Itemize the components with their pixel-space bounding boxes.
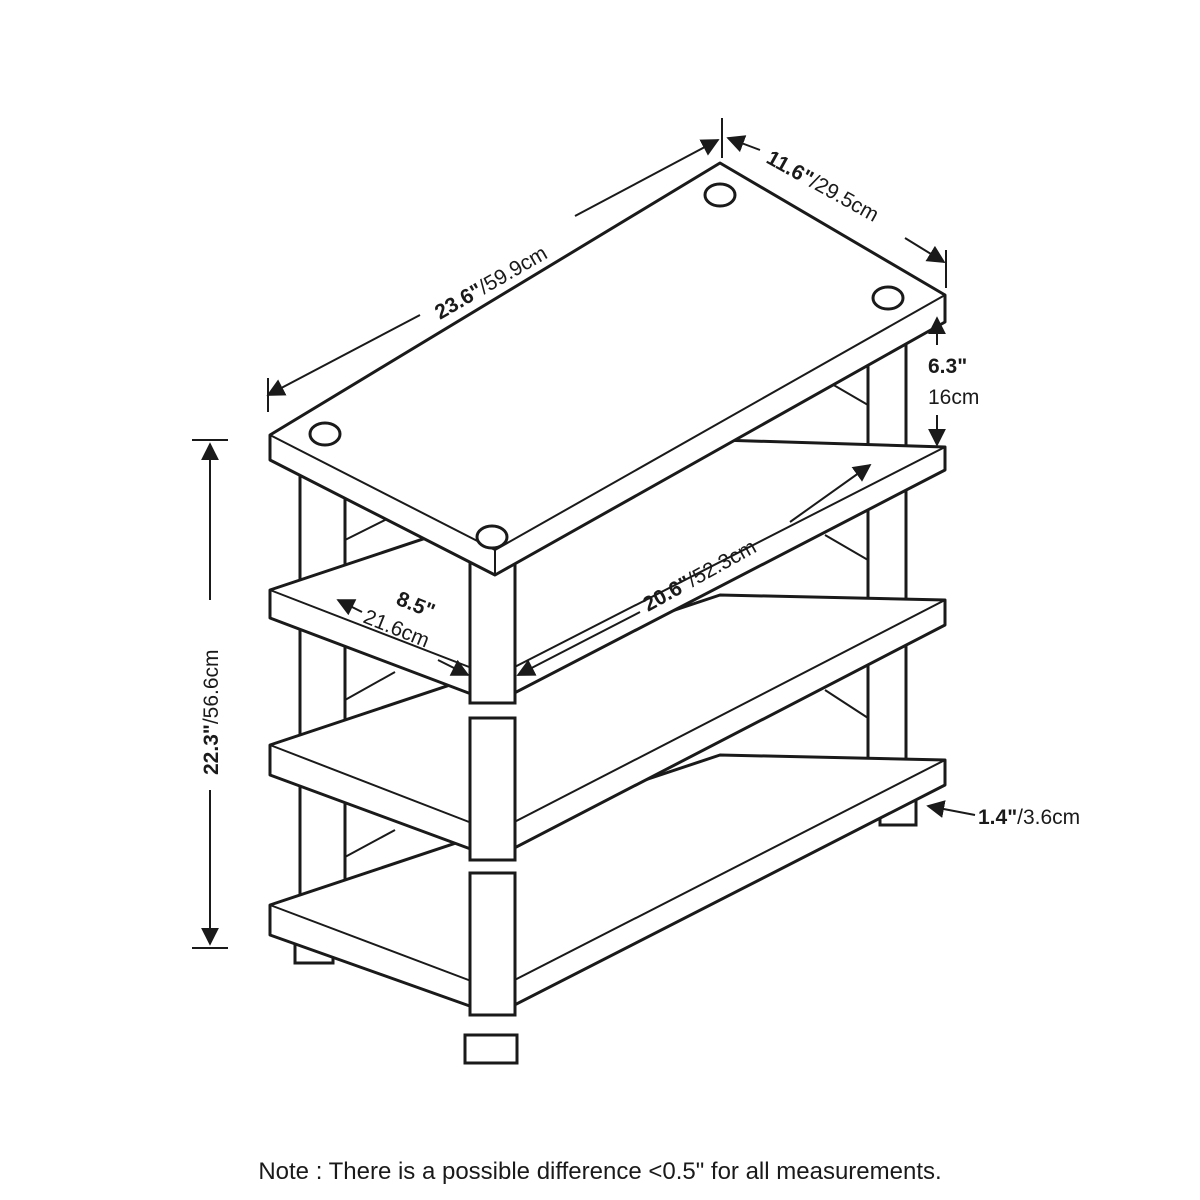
dimension-foot: 1.4"/3.6cm xyxy=(926,800,1080,829)
shelf-top xyxy=(268,161,947,577)
foot-cm-label: /3.6cm xyxy=(1017,806,1080,829)
height-cm-label: /56.6cm xyxy=(200,649,223,724)
dimension-shelf-gap: 6.3" 16cm xyxy=(928,316,979,447)
post-cap-front xyxy=(475,524,509,550)
shelf-bottom xyxy=(268,753,947,1017)
post-front-right-1 xyxy=(468,561,517,705)
depth-cm-label: /29.5cm xyxy=(806,170,882,226)
post-front-right-3 xyxy=(468,871,517,1017)
front-right-posts xyxy=(468,561,517,1017)
shelf-gap-cm-label: 16cm xyxy=(928,386,979,409)
post-cap-right xyxy=(871,285,905,311)
post-cap-back xyxy=(703,182,737,208)
foot-front-right xyxy=(463,1033,519,1065)
post-cap-left xyxy=(308,421,342,447)
dimension-height: 22.3"/56.6cm xyxy=(192,439,228,949)
back-posts xyxy=(866,323,908,780)
shelf-gap-inch-label: 6.3" xyxy=(928,355,967,378)
svg-text:22.3"/56.6cm: 22.3"/56.6cm xyxy=(200,649,223,775)
shelf-three xyxy=(268,593,947,860)
foot-inch-label: 1.4" xyxy=(978,806,1017,829)
svg-text:1.4"/3.6cm: 1.4"/3.6cm xyxy=(978,806,1080,829)
measurement-note: Note : There is a possible difference <0… xyxy=(258,1158,942,1185)
front-left-posts xyxy=(298,463,347,917)
height-inch-label: 22.3" xyxy=(200,724,223,775)
post-front-right-2 xyxy=(468,716,517,862)
